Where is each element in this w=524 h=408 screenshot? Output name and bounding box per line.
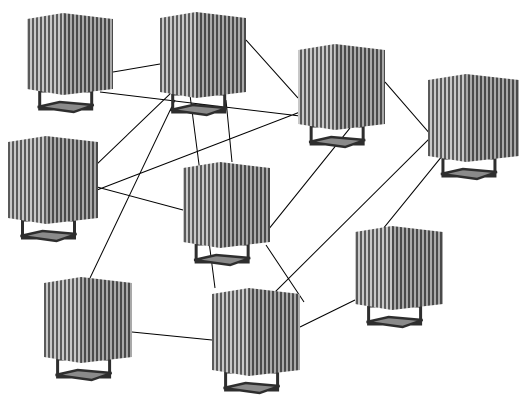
node-face-right: [335, 44, 385, 130]
node-n8[interactable]: [212, 288, 300, 395]
node-face-right: [466, 74, 519, 162]
edge-n3-n6: [384, 81, 432, 136]
edge-n2-n3: [245, 39, 299, 99]
node-base-plate: [223, 381, 281, 395]
node-base-plate: [55, 368, 113, 382]
edge-n1-n3: [99, 91, 301, 117]
edge-n2-n5: [225, 99, 233, 163]
node-n2[interactable]: [160, 12, 246, 117]
node-base-plate: [440, 167, 498, 181]
node-face-right: [63, 13, 113, 95]
node-face-right: [46, 136, 98, 224]
node-base-plate: [308, 135, 366, 149]
edge-n3-n4: [96, 111, 301, 191]
node-n5[interactable]: [183, 162, 270, 267]
node-face-right: [196, 12, 246, 98]
edge-n8-n9: [299, 299, 356, 328]
node-face-right: [220, 162, 270, 248]
node-face-left: [8, 136, 46, 224]
node-n4[interactable]: [8, 136, 98, 243]
edge-n6-n7: [271, 137, 431, 296]
node-n1[interactable]: [27, 13, 113, 114]
node-n6[interactable]: [428, 74, 519, 181]
edge-n2-n7: [89, 99, 176, 279]
nodes-layer: [8, 12, 519, 395]
node-face-right: [249, 288, 300, 376]
node-face-left: [183, 162, 220, 248]
node-base-plate: [170, 103, 228, 117]
node-face-left: [44, 277, 81, 363]
node-face-left: [428, 74, 466, 162]
edge-n6-n9: [377, 149, 448, 236]
edge-n5-n9: [265, 244, 305, 303]
node-base-plate: [37, 100, 95, 114]
node-n3[interactable]: [298, 44, 385, 149]
node-face-right: [81, 277, 132, 363]
node-base-plate: [20, 229, 77, 243]
node-face-right: [392, 226, 443, 310]
edge-n2-n4: [95, 91, 173, 166]
node-n9[interactable]: [355, 226, 443, 329]
node-face-left: [355, 226, 392, 310]
node-face-left: [27, 13, 63, 95]
node-base-plate: [366, 315, 424, 329]
node-base-plate: [193, 253, 251, 267]
node-face-left: [212, 288, 249, 376]
node-n7[interactable]: [44, 277, 132, 382]
edge-n7-n8: [131, 331, 213, 341]
node-face-left: [160, 12, 196, 98]
edge-n1-n2: [112, 63, 161, 73]
node-face-left: [298, 44, 335, 130]
edge-n4-n5: [96, 186, 184, 211]
